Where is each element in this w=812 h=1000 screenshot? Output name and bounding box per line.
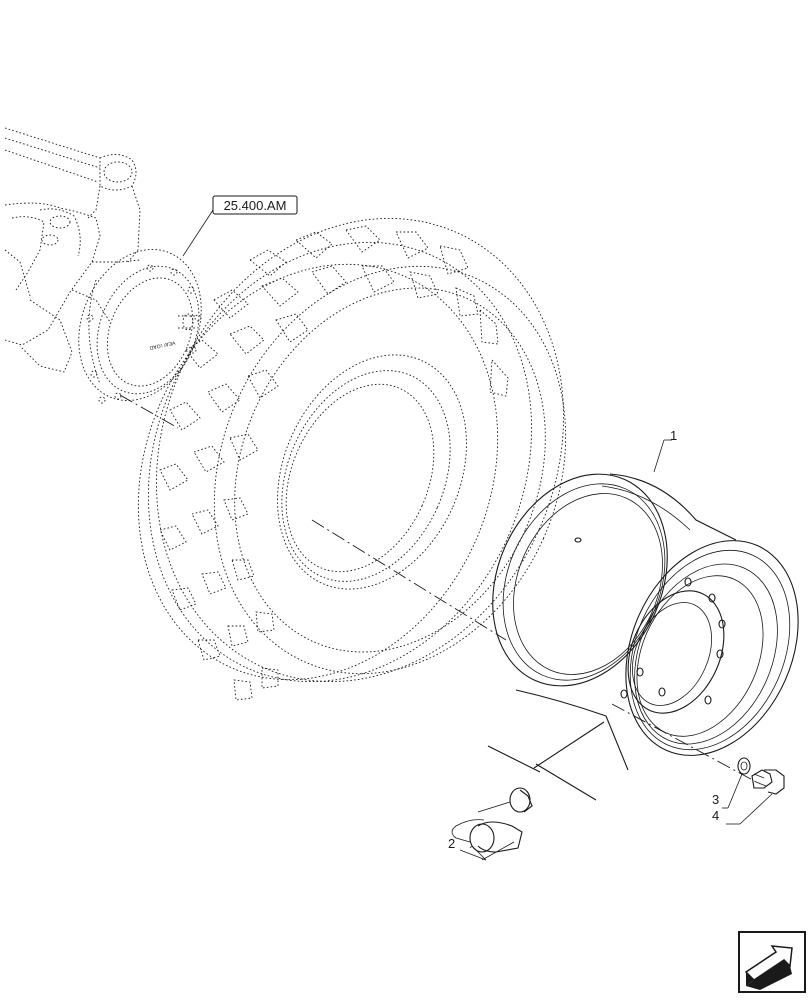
hub-marking-text: ᗡ∀O˥ ɹ∀ƎA — [149, 341, 177, 352]
callout-1-label: 1 — [670, 428, 677, 443]
reference-callout[interactable]: 25.400.AM — [182, 195, 298, 257]
callout-2-label: 2 — [448, 836, 455, 851]
axle-assembly: ᗡ∀O˥ ɹ∀ƎA — [4, 127, 202, 404]
next-page-arrow-icon[interactable] — [738, 931, 806, 993]
assembly-centerline — [119, 394, 761, 785]
wheel-bolt[interactable]: 4 — [712, 769, 785, 825]
callout-4-label: 4 — [712, 808, 719, 823]
wheel-rim[interactable]: 1 — [460, 428, 812, 783]
washer[interactable]: 3 — [712, 757, 751, 809]
tire — [137, 217, 567, 701]
valve[interactable]: 2 — [448, 721, 605, 861]
reference-code-label: 25.400.AM — [224, 198, 287, 213]
callout-3-label: 3 — [712, 792, 719, 807]
